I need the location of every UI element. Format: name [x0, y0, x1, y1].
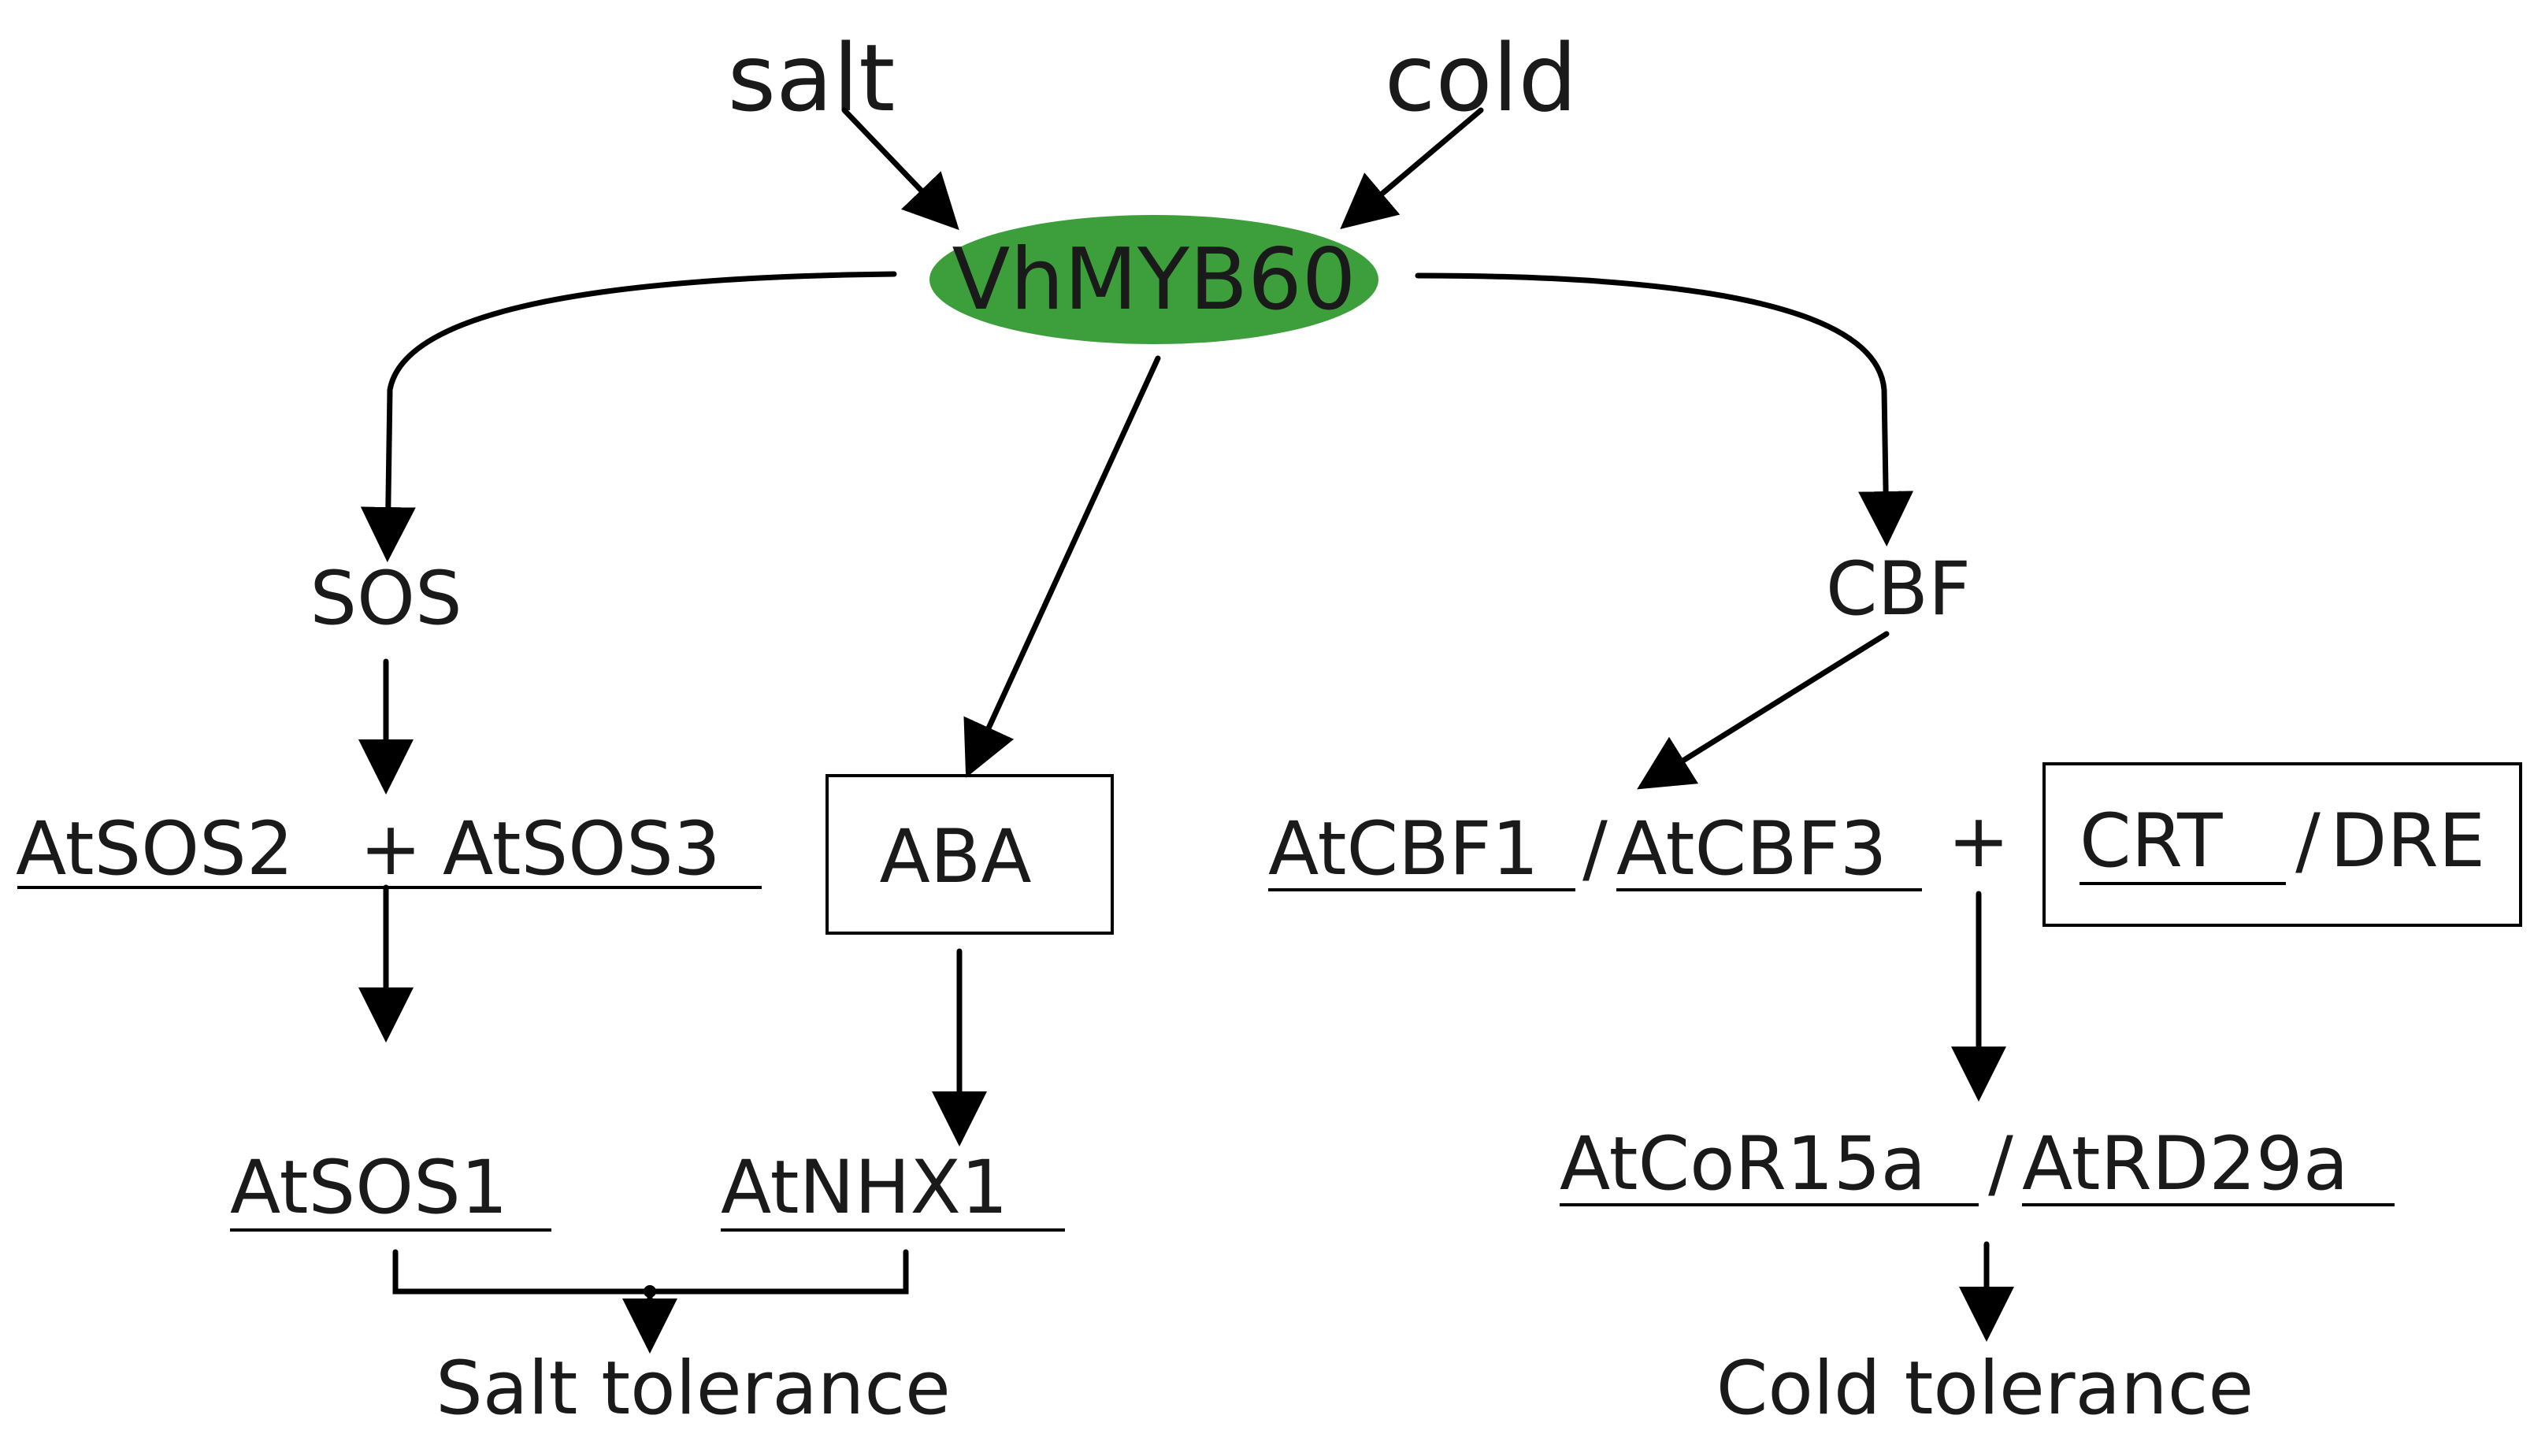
crt-label: CRT: [2080, 798, 2223, 884]
aba-box: [825, 774, 1114, 935]
aba-label: ABA: [879, 814, 1031, 900]
vhmyb60-to-aba-arrow: [963, 355, 1161, 778]
vhmyb60-node: [929, 215, 1378, 344]
cbf-slash: /: [1582, 806, 1608, 892]
salt-tolerance-label: Salt tolerance: [436, 1346, 951, 1432]
plus-sign-sos: +: [360, 806, 422, 892]
sos-label: SOS: [310, 556, 462, 642]
vhmyb60-to-sos-arrow: [360, 271, 897, 562]
cold-to-vhmyb60-arrow: [1340, 107, 1484, 230]
atrd29a-label: AtRD29a: [2022, 1121, 2348, 1207]
cold-stimulus-label: cold: [1385, 24, 1578, 132]
atcbf3-label: AtCBF3: [1616, 806, 1887, 892]
cbf-label: CBF: [1826, 546, 1971, 632]
cor15a-rd29a-slash: /: [1988, 1121, 2013, 1207]
dre-label: DRE: [2330, 798, 2485, 884]
atsos1-label: AtSOS1: [230, 1145, 508, 1231]
atnhx1-label: AtNHX1: [721, 1145, 1008, 1231]
atcbf1-label: AtCBF1: [1268, 806, 1539, 892]
crt-dre-slash: /: [2295, 798, 2321, 884]
crt-dre-box: [2042, 762, 2522, 927]
salt-to-vhmyb60-arrow: [841, 107, 959, 231]
atsos2-label: AtSOS2: [16, 806, 294, 892]
vhmyb60-to-cbf-arrow: [1415, 272, 1914, 546]
atcor15a-label: AtCoR15a: [1560, 1121, 1926, 1207]
plus-sign-cbf: +: [1948, 798, 2010, 884]
bracket-junction-dot: [644, 1285, 656, 1298]
cold-tolerance-label: Cold tolerance: [1716, 1346, 2254, 1432]
vhmyb60-label: VhMYB60: [952, 231, 1356, 329]
salt-stimulus-label: salt: [728, 24, 896, 132]
cbf-to-cbf1-cbf3-arrow: [1637, 631, 1890, 790]
atsos3-label: AtSOS3: [443, 806, 721, 892]
